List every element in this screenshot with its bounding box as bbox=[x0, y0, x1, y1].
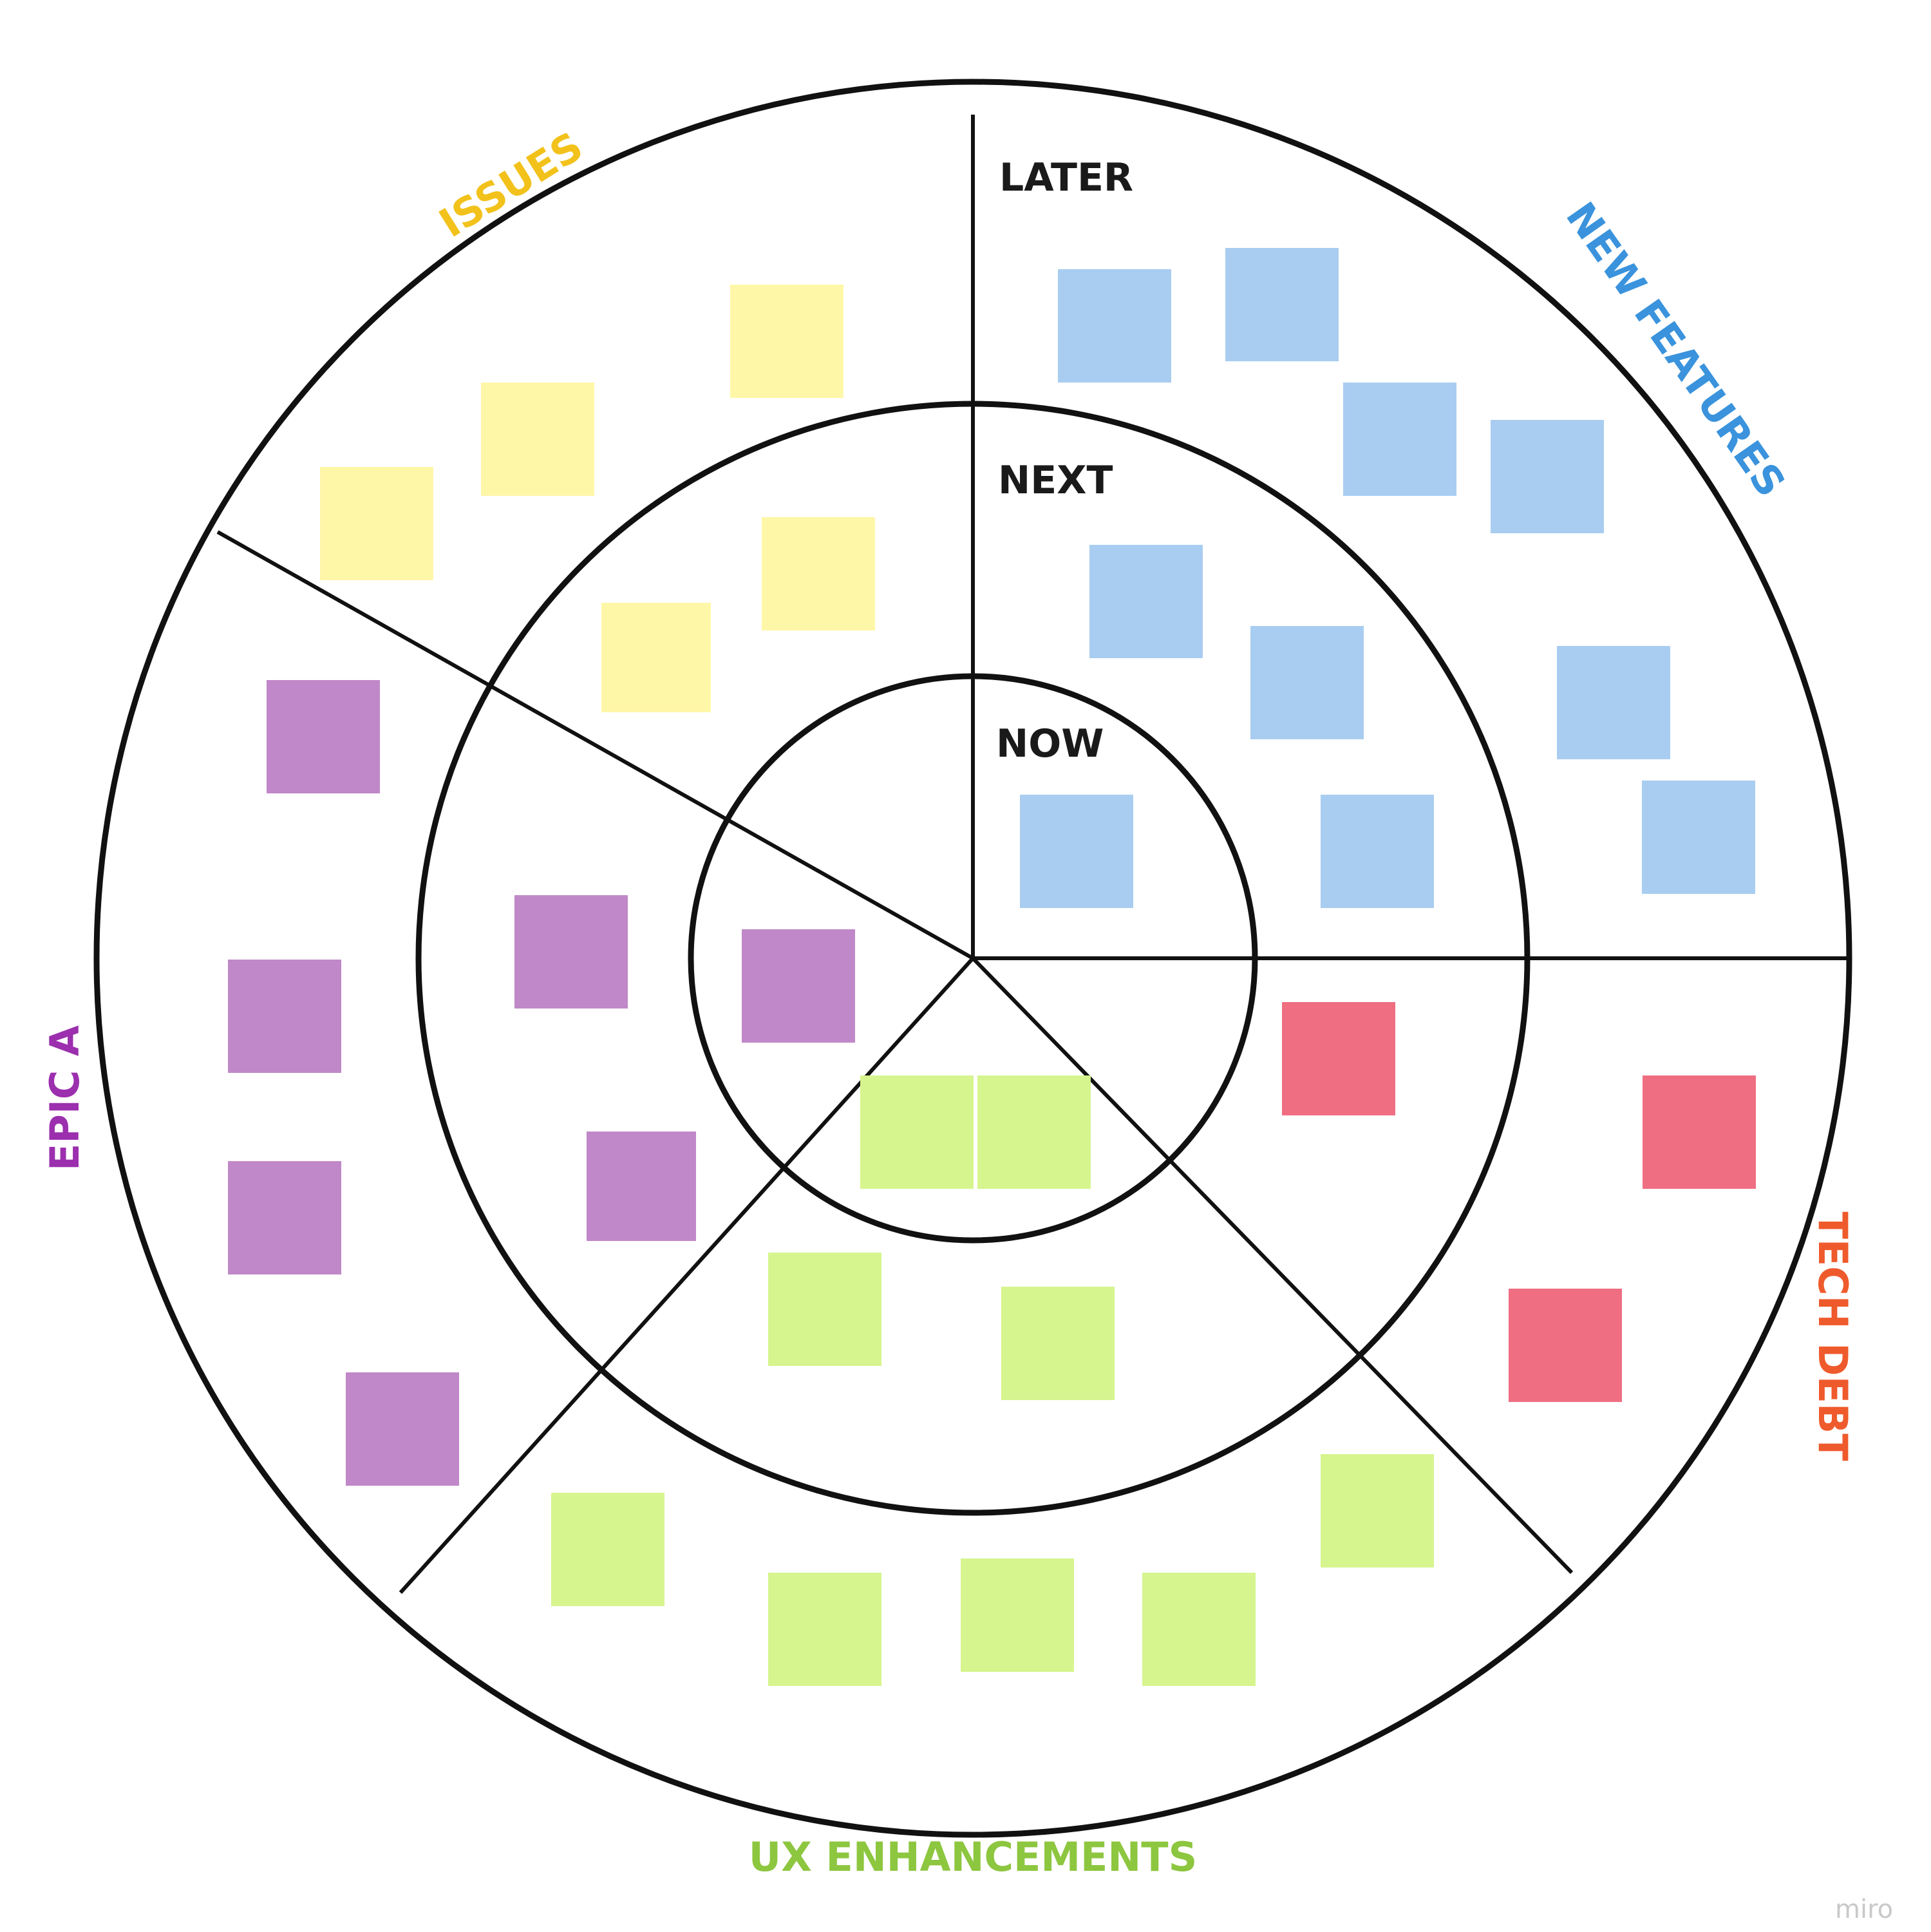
divider-lower-left bbox=[399, 956, 975, 1595]
sticky-note[interactable] bbox=[1343, 383, 1456, 496]
notes-ux-enhancements bbox=[551, 1075, 1434, 1686]
sticky-note[interactable] bbox=[1491, 420, 1604, 533]
sticky-note[interactable] bbox=[860, 1075, 974, 1189]
sticky-note[interactable] bbox=[1509, 1289, 1622, 1402]
sticky-note[interactable] bbox=[1142, 1573, 1256, 1686]
ring-label-next: NEXT bbox=[998, 458, 1113, 503]
sticky-note[interactable] bbox=[267, 680, 380, 793]
sticky-note[interactable] bbox=[1001, 1287, 1115, 1400]
ring-label-now: NOW bbox=[996, 721, 1104, 766]
sticky-note[interactable] bbox=[1557, 646, 1670, 759]
sticky-note[interactable] bbox=[551, 1493, 664, 1606]
sticky-note[interactable] bbox=[730, 285, 843, 398]
sticky-note[interactable] bbox=[1642, 781, 1755, 894]
sticky-note[interactable] bbox=[481, 383, 594, 496]
notes-issues bbox=[320, 285, 875, 712]
sticky-note[interactable] bbox=[587, 1132, 696, 1241]
sticky-note[interactable] bbox=[1089, 545, 1203, 658]
category-label-tech-debt: TECH DEBT bbox=[1809, 1212, 1856, 1461]
sector-dividers bbox=[216, 115, 1849, 1595]
sticky-note[interactable] bbox=[320, 467, 433, 580]
sticky-note[interactable] bbox=[601, 603, 711, 712]
notes-new-features bbox=[1020, 248, 1755, 908]
notes-tech-debt bbox=[1282, 1002, 1756, 1402]
sticky-note[interactable] bbox=[514, 895, 628, 1009]
divider-lower-right bbox=[971, 956, 1574, 1575]
sticky-note[interactable] bbox=[1282, 1002, 1395, 1115]
ring-label-later: LATER bbox=[999, 155, 1133, 200]
sticky-note[interactable] bbox=[961, 1558, 1074, 1672]
category-label-epic-a: EPIC A bbox=[41, 1025, 88, 1171]
sticky-note[interactable] bbox=[768, 1573, 881, 1686]
sticky-note[interactable] bbox=[228, 1161, 341, 1274]
sticky-note[interactable] bbox=[1250, 626, 1364, 739]
sticky-note[interactable] bbox=[346, 1372, 459, 1486]
notes-epic-a bbox=[228, 680, 855, 1486]
sticky-note[interactable] bbox=[1020, 795, 1133, 908]
sticky-note[interactable] bbox=[1225, 248, 1339, 361]
sticky-note[interactable] bbox=[228, 960, 341, 1073]
watermark-logo: miro bbox=[1835, 1895, 1893, 1924]
sticky-note[interactable] bbox=[762, 517, 875, 630]
sticky-note[interactable] bbox=[1643, 1075, 1756, 1189]
sticky-note[interactable] bbox=[742, 929, 855, 1043]
divider-upper-left bbox=[216, 530, 974, 960]
sticky-note[interactable] bbox=[1058, 269, 1171, 383]
category-label-ux-enhancements: UX ENHANCEMENTS bbox=[749, 1833, 1197, 1880]
sticky-note[interactable] bbox=[1321, 795, 1434, 908]
sticky-note[interactable] bbox=[1321, 1454, 1434, 1567]
sticky-note[interactable] bbox=[977, 1075, 1091, 1189]
sticky-note[interactable] bbox=[768, 1253, 881, 1366]
